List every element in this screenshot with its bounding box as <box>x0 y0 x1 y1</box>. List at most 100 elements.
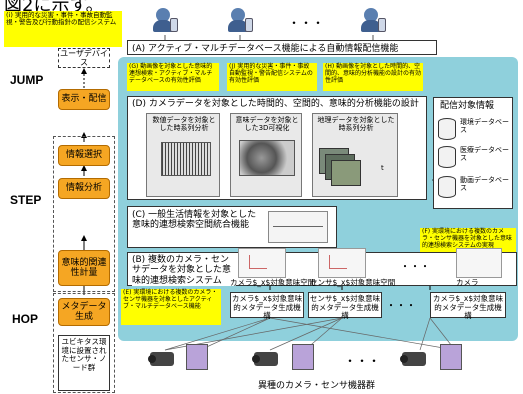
camera-lens-icon <box>148 355 156 363</box>
person-body-icon <box>361 20 381 32</box>
stage-hop: HOP <box>12 312 39 326</box>
note-g: (G) 動画像を対象とした意味的連想検索・アクティブ・マルチデータベースの有効性… <box>127 63 219 91</box>
note-i-text: (i) 実用的な災害・事件・事故自動監視・警告及び行動指針の配信システム <box>6 11 117 27</box>
sensor-space-plot <box>329 255 347 269</box>
sensor-device-3 <box>440 344 462 370</box>
camera-space-label-2: カメラ <box>456 278 479 287</box>
note-e-text: (E) 実環境における複数のカメラ・センサ機器を対象としたアクティブ・マルチデー… <box>123 289 218 310</box>
header-a: (A) アクティブ・マルチデータベース機能による自動情報配信機能 <box>127 40 437 55</box>
panel-b-title: (B) 複数のカメラ・センサデータを対象とした意味的連想検索システム <box>132 255 236 287</box>
note-e: (E) 実環境における複数のカメラ・センサ機器を対象としたアクティブ・マルチデー… <box>121 289 221 325</box>
person-body-icon <box>228 20 248 32</box>
camera-icon <box>402 352 426 366</box>
metadata-box: メタデータ生成 <box>58 298 110 326</box>
step-group <box>53 136 115 292</box>
info-analysis-box: 情報分析 <box>58 178 110 199</box>
ubiquitous-label: ユビキタス環境に設置されたセンサ・ノード群 <box>61 337 107 372</box>
note-h-text: (H) 動画像を対象とした時間的、空間的、意味的分析機能の設計の有効性評価 <box>325 63 422 84</box>
camera-device-3 <box>400 344 434 372</box>
env-db-label: 環境データベース <box>460 118 509 135</box>
info-select-box: 情報選択 <box>58 145 110 166</box>
bottom-ellipsis: ・・・ <box>344 354 381 368</box>
numeric-label: 数値データを対象とした時系列分析 <box>152 116 216 133</box>
top-ellipsis: ・・・ <box>288 16 325 30</box>
relevance-box: 意味的関連性計量 <box>58 250 110 286</box>
user-device-label: ユーザデバイス <box>60 49 108 67</box>
person-icon <box>156 8 170 22</box>
footer-label: 異種のカメラ・センサ機器群 <box>258 381 376 391</box>
device-phone-3 <box>358 8 388 34</box>
hop-group <box>53 293 115 393</box>
camera-icon <box>254 352 278 366</box>
meta-gen-camera-1-label: カメラ$_x$対象意味的メタデータ生成機構 <box>231 294 303 321</box>
sensor-space-thumb <box>318 248 366 278</box>
panel-c-thumb-line <box>273 226 323 227</box>
note-j-text: (J) 実用的な災害・事件・事故自動監視・警告配信システムの有効性評価 <box>229 63 313 84</box>
sensor-space-label: センサ$_x$対象意味空間 <box>310 278 396 287</box>
camera-space-plot <box>249 255 267 269</box>
meta-gen-sensor: センサ$_x$対象意味的メタデータ生成機構 <box>308 292 382 321</box>
person-icon <box>364 8 378 22</box>
display-label: 表示・配信 <box>61 94 107 105</box>
meta-gen-sensor-label: センサ$_x$対象意味的メタデータ生成機構 <box>309 294 381 321</box>
title-number: 2 <box>22 0 34 16</box>
phone-icon <box>245 18 253 32</box>
panel-d: (D) カメラデータを対象とした時間的、空間的、意味的分析機能の設計 数値データ… <box>127 96 427 200</box>
person-body-icon <box>153 20 173 32</box>
camera-lens-icon <box>252 355 260 363</box>
sensor-device-1 <box>186 344 208 370</box>
meta-gen-camera-2-label: カメラ$_x$対象意味的メタデータ生成機構 <box>432 294 504 321</box>
phone-icon <box>378 18 386 32</box>
camera-space-thumb-2 <box>456 248 502 278</box>
sensor-device-2 <box>292 344 314 370</box>
delivery-box: 配信対象情報 環境データベース 医療データベース 動画データベース <box>433 97 513 209</box>
meta-gen-camera-2: カメラ$_x$対象意味的メタデータ生成機構 <box>430 292 506 321</box>
medical-db-icon <box>438 146 456 168</box>
display-box: 表示・配信 <box>58 89 110 110</box>
video-db-label: 動画データベース <box>460 176 509 193</box>
semantic3d-panel: 意味データを対象とした3D可視化 <box>230 113 302 197</box>
medical-db-label: 医療データベース <box>460 146 509 163</box>
note-f-text: (F) 実環境における複数のカメラ・センサ機器を対象とした意味的連想検索システム… <box>422 228 513 249</box>
camera-device-2 <box>252 344 286 372</box>
relevance-label: 意味的関連性計量 <box>61 257 107 278</box>
numeric-chart-thumb <box>161 142 211 176</box>
stage-step: STEP <box>10 193 42 207</box>
meta-gen-camera-1: カメラ$_x$対象意味的メタデータ生成機構 <box>230 292 304 321</box>
metadata-label: メタデータ生成 <box>61 301 107 322</box>
video-db-icon <box>438 176 456 198</box>
note-g-text: (G) 動画像を対象とした意味的連想検索・アクティブ・マルチデータベースの有効性… <box>129 63 213 84</box>
ubiquitous-box: ユビキタス環境に設置されたセンサ・ノード群 <box>58 335 110 391</box>
meta-gen-ellipsis: ・・・ <box>386 301 416 312</box>
stage-jump: JUMP <box>10 73 44 87</box>
device-phone-2 <box>225 8 255 34</box>
geo-label: 地理データを対象とした時系列分析 <box>317 116 395 133</box>
geo-axis-t: t <box>381 164 384 172</box>
device-phone-1 <box>150 8 180 34</box>
phone-icon <box>170 18 178 32</box>
panel-c-thumb <box>268 211 328 243</box>
geo-thumb-3 <box>331 160 361 186</box>
note-i: (i) 実用的な災害・事件・事故自動監視・警告及び行動指針の配信システム <box>4 11 122 47</box>
note-j: (J) 実用的な災害・事件・事故自動監視・警告配信システムの有効性評価 <box>227 63 317 91</box>
panel-b-ellipsis: ・・・ <box>400 262 430 273</box>
user-device-box: ユーザデバイス <box>58 48 110 68</box>
camera-device-1 <box>148 344 182 372</box>
camera-icon <box>150 352 174 366</box>
camera-space-thumb <box>238 248 286 278</box>
semantic3d-thumb <box>239 140 295 176</box>
env-db-icon <box>438 118 456 140</box>
semantic3d-label: 意味データを対象とした3D可視化 <box>235 116 299 133</box>
camera-lens-icon <box>400 355 408 363</box>
camera-space-label: カメラ$_x$対象意味空間 <box>230 278 316 287</box>
info-select-label: 情報選択 <box>65 150 102 161</box>
info-analysis-label: 情報分析 <box>65 183 102 194</box>
panel-c: (C) 一般生活情報を対象とした意味的連想検索空間統合機能 <box>127 206 337 248</box>
numeric-panel: 数値データを対象とした時系列分析 <box>146 113 220 197</box>
geo-panel: 地理データを対象とした時系列分析 t <box>312 113 398 197</box>
note-h: (H) 動画像を対象とした時間的、空間的、意味的分析機能の設計の有効性評価 <box>323 63 423 91</box>
person-icon <box>231 8 245 22</box>
panel-c-title: (C) 一般生活情報を対象とした意味的連想検索空間統合機能 <box>132 210 257 231</box>
delivery-title: 配信対象情報 <box>440 101 495 111</box>
panel-d-title: (D) カメラデータを対象とした時間的、空間的、意味的分析機能の設計 <box>132 99 419 109</box>
